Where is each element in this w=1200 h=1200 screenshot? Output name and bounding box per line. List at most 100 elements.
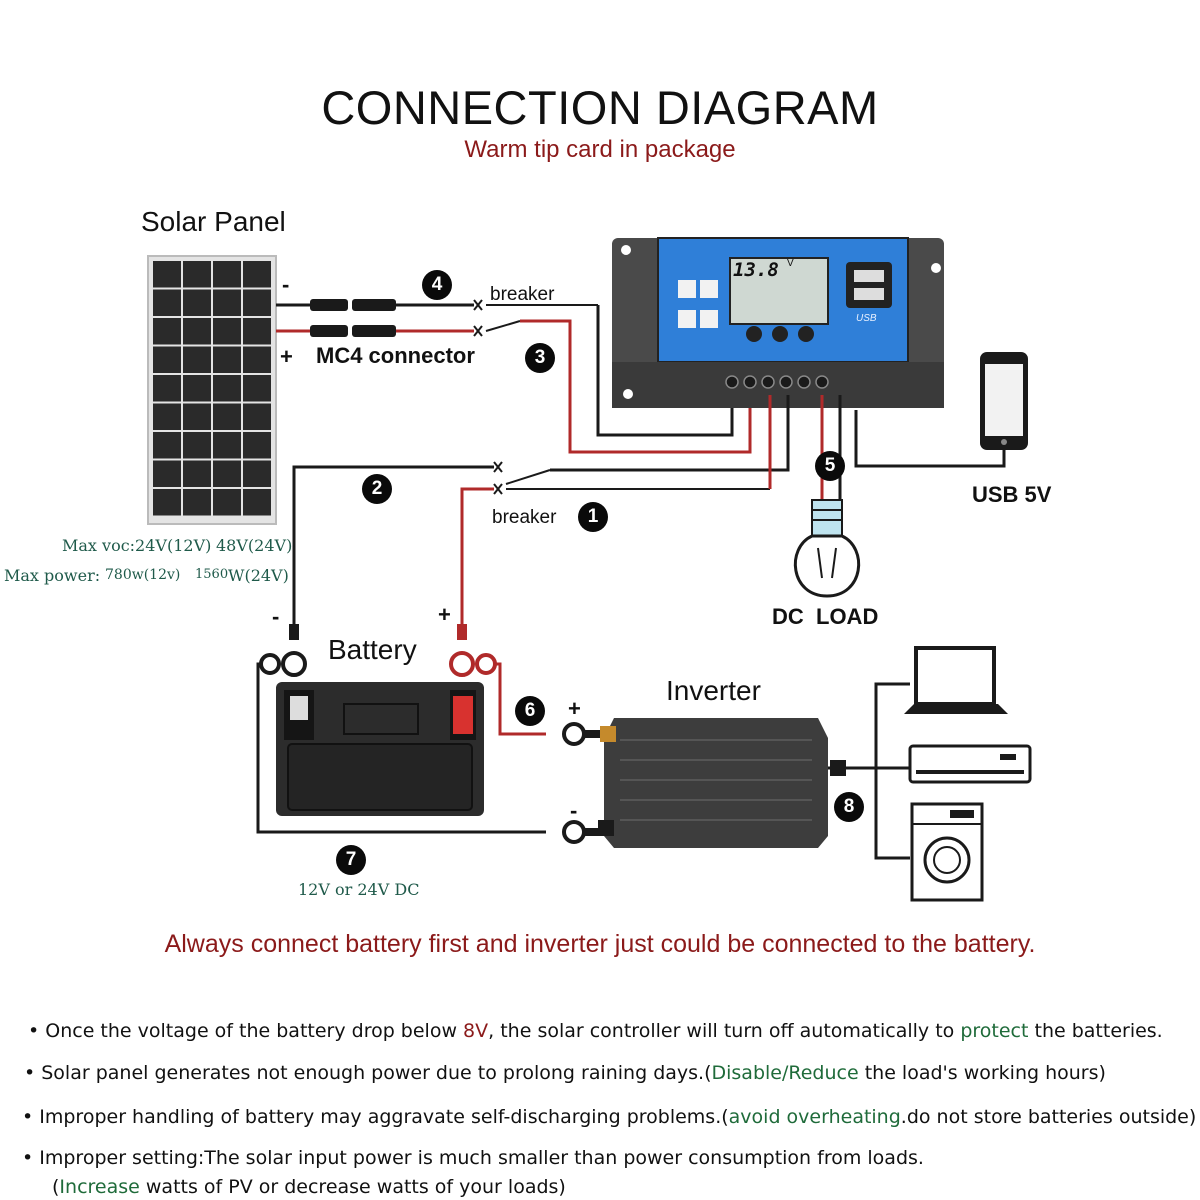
controller-terminals [725, 375, 829, 389]
panel-cell [213, 489, 241, 516]
terminal-screw [797, 375, 811, 389]
panel-cell [153, 460, 181, 487]
inverter-label: Inverter [666, 675, 761, 706]
panel-cell [243, 432, 271, 459]
terminal-screw [725, 375, 739, 389]
step-badge-3: 3 [525, 343, 555, 373]
spec-voc-24v: 48V(24V) [216, 536, 293, 555]
panel-cell [183, 403, 211, 430]
page-subtitle: Warm tip card in package [464, 136, 736, 163]
panel-cell [213, 346, 241, 373]
step-badge-7: 7 [336, 845, 366, 875]
note-5-text-a: ( [52, 1176, 60, 1198]
note-1: • Once the voltage of the battery drop b… [28, 1020, 1163, 1042]
panel-cell [183, 489, 211, 516]
battery-minus-label: - [272, 604, 280, 629]
note-5: (Increase watts of PV or decrease watts … [52, 1176, 566, 1198]
panel-plus-label: + [280, 344, 293, 369]
panel-cell [183, 432, 211, 459]
terminal-screw [761, 375, 775, 389]
note-3-text-a: • Improper handling of battery may aggra… [22, 1106, 729, 1128]
mc4-connectors [276, 299, 474, 337]
breaker-top-label: breaker [490, 284, 555, 305]
inverter-plus-label: + [568, 696, 581, 721]
panel-cell [243, 289, 271, 316]
panel-cell [213, 261, 241, 288]
note-4: • Improper setting:The solar input power… [22, 1147, 924, 1169]
panel-cell [183, 261, 211, 288]
step-badge-6: 6 [515, 696, 545, 726]
note-3: • Improper handling of battery may aggra… [22, 1106, 1196, 1128]
panel-cell [183, 289, 211, 316]
laptop [904, 646, 1008, 714]
panel-cells [153, 261, 271, 516]
battery-label: Battery [328, 634, 417, 665]
solar-panel-label: Solar Panel [141, 206, 286, 237]
usb-label: USB 5V [972, 482, 1052, 507]
note-2-text-c: the load's working hours) [858, 1062, 1106, 1084]
warning-text: Always connect battery first and inverte… [164, 930, 1036, 958]
spec-power-label: Max power: [4, 566, 101, 585]
breaker-top [473, 299, 598, 337]
note-2: • Solar panel generates not enough power… [24, 1062, 1106, 1084]
step-badge-1: 1 [578, 502, 608, 532]
spec-power-24v-number: 1560 [195, 567, 229, 582]
spec-power-12v: 780w(12v) [105, 567, 181, 583]
step-badge-2: 2 [362, 474, 392, 504]
note-2-highlight: Disable/Reduce [711, 1062, 859, 1084]
panel-cell [243, 489, 271, 516]
inverter-fins [620, 739, 812, 821]
panel-cell [213, 432, 241, 459]
note-3-text-c: .do not store batteries outside) [900, 1106, 1197, 1128]
terminal-screw [779, 375, 793, 389]
breaker-bottom [493, 461, 770, 495]
inverter-ring-terminals [562, 722, 602, 844]
panel-cell [153, 375, 181, 402]
light-bulb [793, 499, 861, 598]
note-2-text-a: • Solar panel generates not enough power… [24, 1062, 712, 1084]
lcd-unit: V [787, 258, 794, 269]
phone [980, 352, 1028, 450]
panel-cell [243, 375, 271, 402]
panel-cell [183, 346, 211, 373]
panel-cell [153, 432, 181, 459]
step-badge-8: 8 [834, 792, 864, 822]
breaker-bottom-label: breaker [492, 507, 557, 528]
panel-cell [183, 460, 211, 487]
note-5-highlight: Increase [59, 1176, 140, 1198]
mc4-connector-label: MC4 connector [316, 343, 475, 368]
panel-cell [213, 460, 241, 487]
panel-cell [153, 261, 181, 288]
spec-power-24v-unit: W(24V) [228, 566, 289, 585]
dc-load-label: DC LOAD [772, 604, 879, 629]
panel-cell [213, 289, 241, 316]
panel-cell [243, 261, 271, 288]
terminal-screw [743, 375, 757, 389]
battery-plus-label: + [438, 602, 451, 627]
panel-cell [183, 318, 211, 345]
solar-controller [612, 237, 944, 408]
washing-machine [910, 802, 984, 902]
lcd-readout: 13.8 [733, 259, 779, 281]
note-1-highlight-protect: protect [960, 1020, 1029, 1042]
panel-minus-label: - [282, 272, 290, 297]
panel-cell [153, 289, 181, 316]
step-badge-5: 5 [815, 451, 845, 481]
panel-cell [243, 460, 271, 487]
note-1-text-e: the batteries. [1028, 1020, 1163, 1042]
note-5-text-c: watts of PV or decrease watts of your lo… [139, 1176, 566, 1198]
panel-cell [153, 318, 181, 345]
panel-cell [213, 403, 241, 430]
solar-panel [147, 255, 277, 525]
inverter [598, 718, 828, 848]
air-conditioner [908, 744, 1032, 784]
battery [276, 682, 484, 816]
note-1-highlight-voltage: 8V [463, 1020, 489, 1042]
note-1-text-a: • Once the voltage of the battery drop b… [28, 1020, 464, 1042]
spec-voc-12v: Max voc:24V(12V) [62, 536, 212, 555]
terminal-screw [815, 375, 829, 389]
note-1-text-c: , the solar controller will turn off aut… [488, 1020, 961, 1042]
note-3-highlight: avoid overheating [728, 1106, 901, 1128]
panel-cell [183, 375, 211, 402]
